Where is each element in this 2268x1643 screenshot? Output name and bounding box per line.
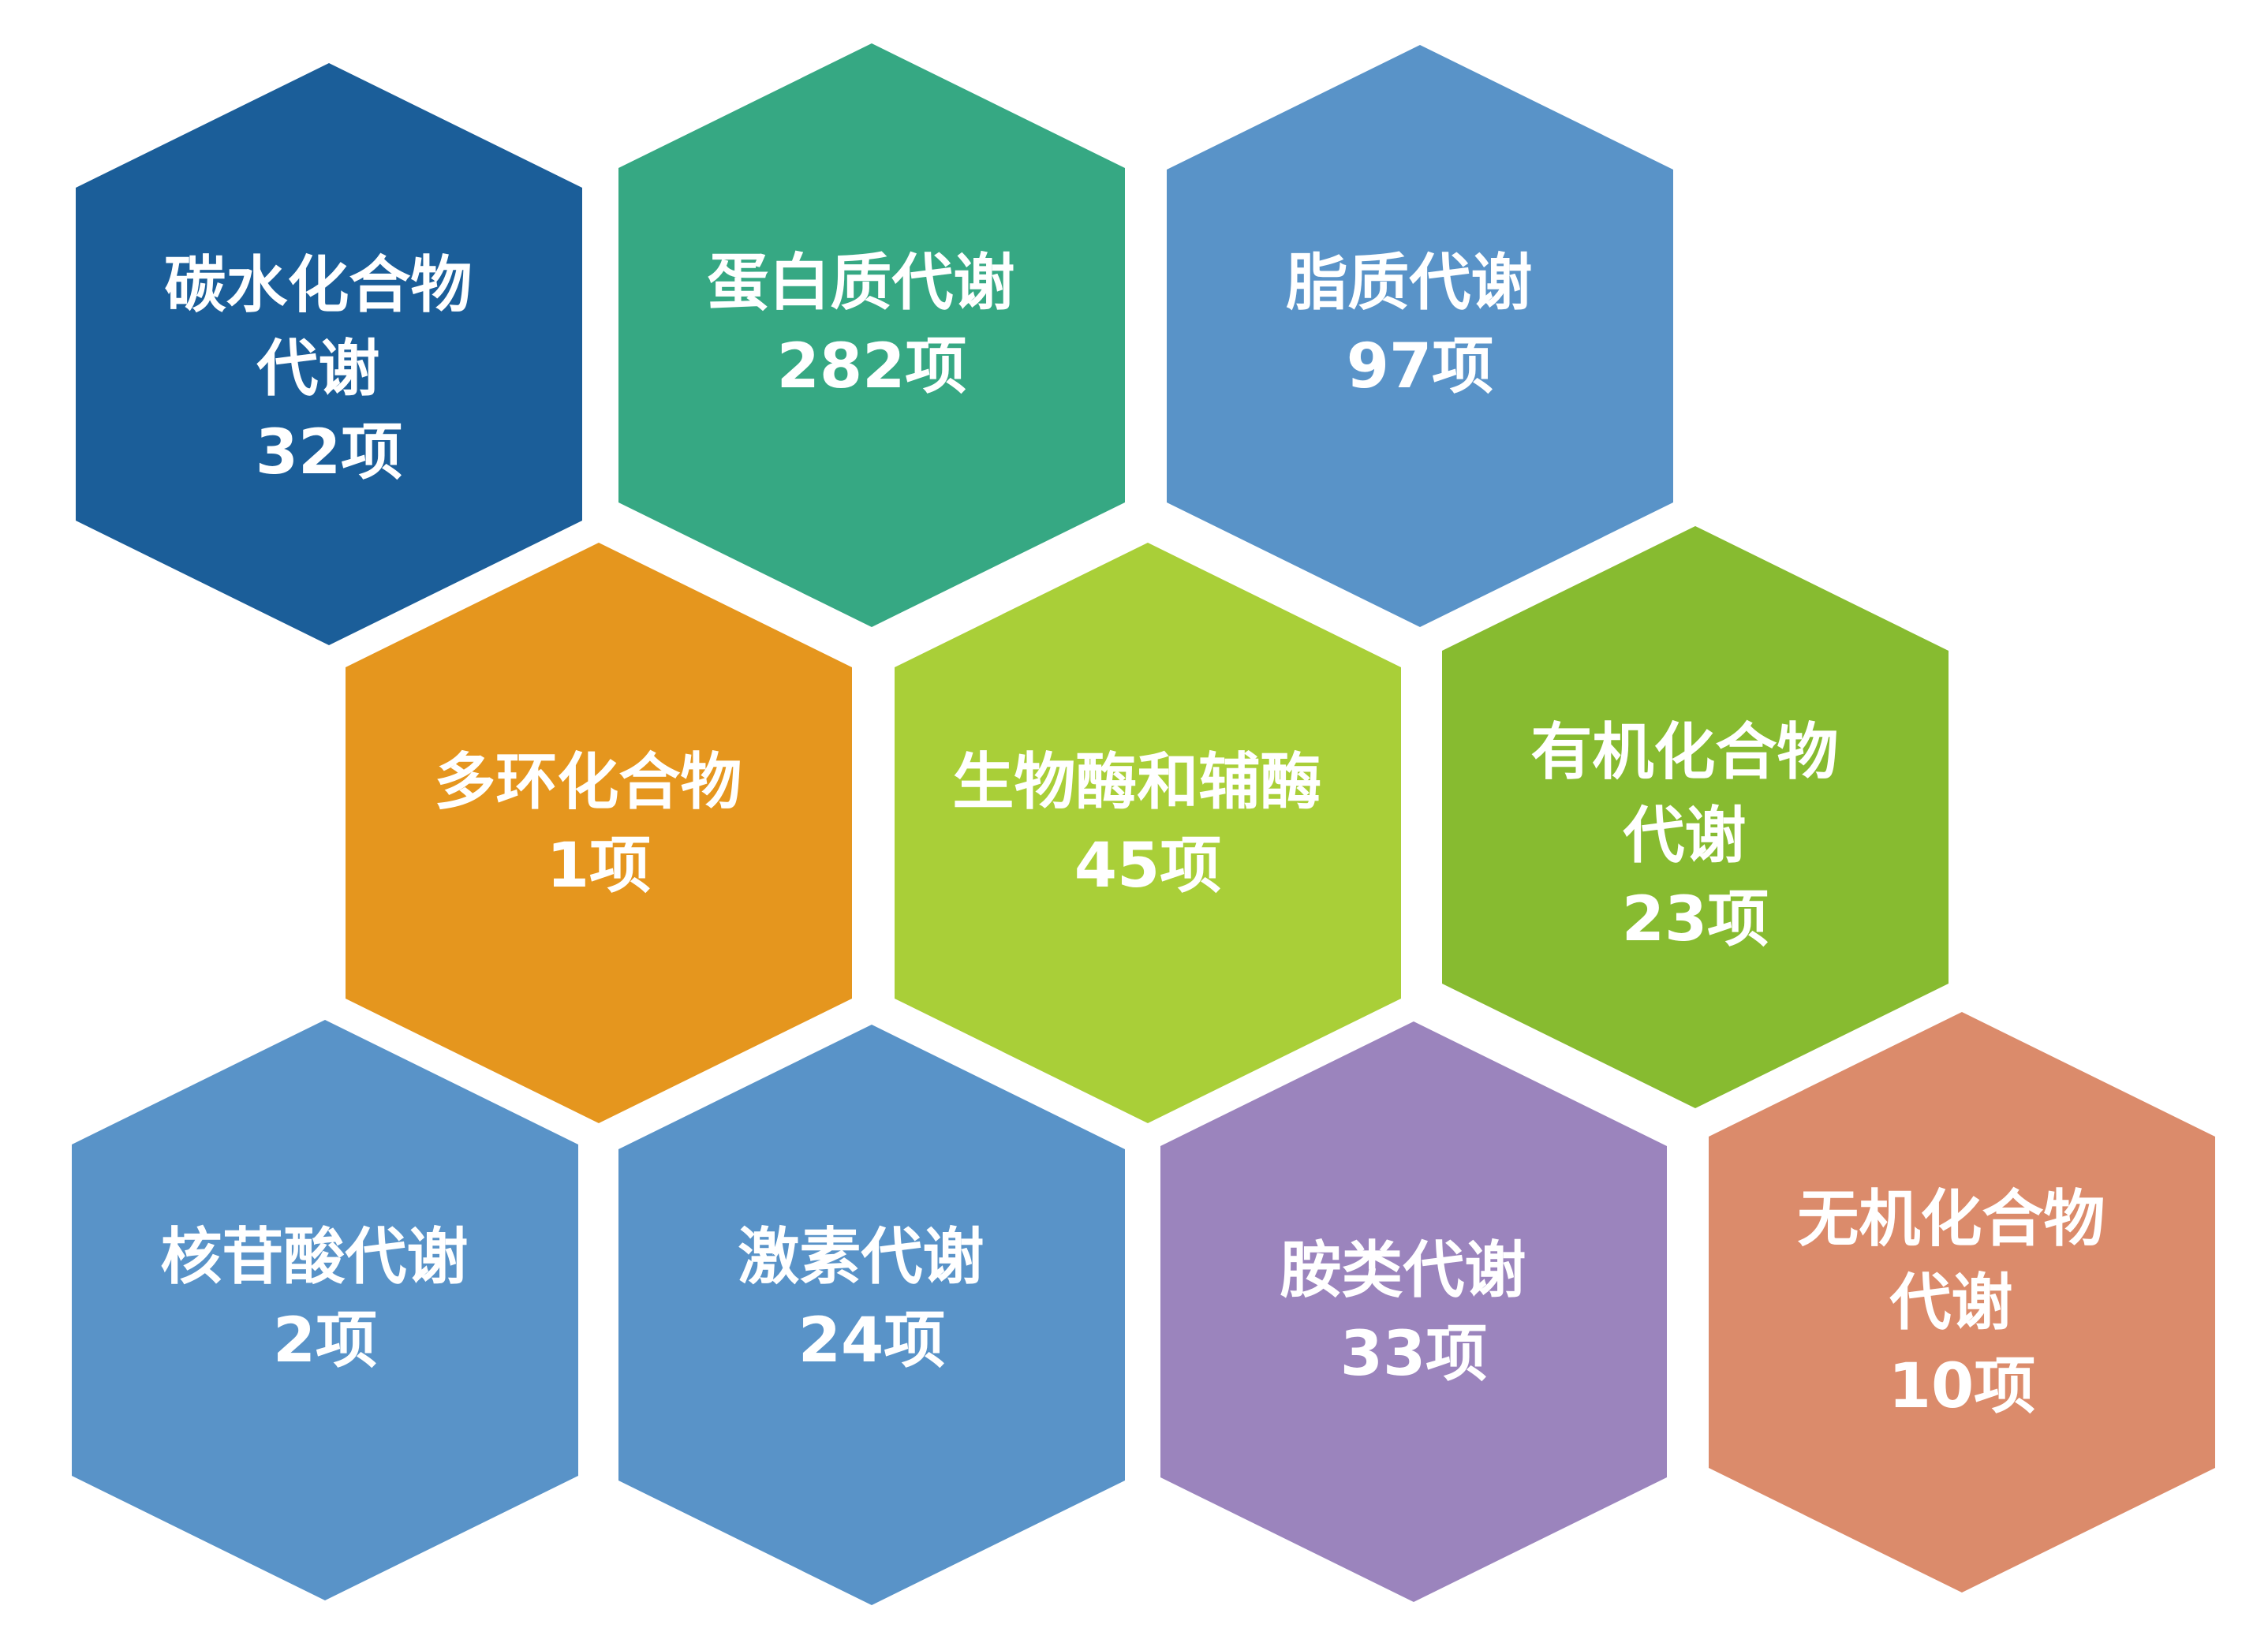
hex-hormone: 激素代谢 24项 — [618, 1025, 1125, 1605]
svg-text:碳水化合物 代谢 32项: 碳水化合物 代谢 32项 — [164, 250, 493, 488]
hex-inorganic-line-3: 10项 — [1889, 1351, 2036, 1422]
hex-inorganic-line-1: 无机化合物 — [1797, 1184, 2105, 1255]
svg-text:有机化合物 代谢 23项: 有机化合物 代谢 23项 — [1530, 717, 1859, 955]
svg-text:脂质代谢 97项: 脂质代谢 97项 — [1286, 248, 1553, 402]
svg-text:胺类代谢 33项: 胺类代谢 33项 — [1280, 1235, 1547, 1390]
hex-nucleotide-line-1: 核苷酸代谢 — [160, 1222, 468, 1293]
hex-enzyme-line-1: 生物酶和辅酶 — [952, 747, 1321, 818]
hex-polycyclic-line-1: 多环化合物 — [434, 747, 742, 818]
svg-text:核苷酸代谢 2项: 核苷酸代谢 2项 — [160, 1222, 489, 1376]
hex-hormone-line-2: 24项 — [798, 1305, 946, 1376]
hex-amine: 胺类代谢 33项 — [1160, 1021, 1667, 1602]
hex-organic: 有机化合物 代谢 23项 — [1442, 526, 1949, 1108]
svg-text:蛋白质代谢 282项: 蛋白质代谢 282项 — [707, 248, 1036, 402]
hex-carbohydrate-line-1: 碳水化合物 — [164, 250, 472, 321]
hex-amine-line-2: 33项 — [1340, 1319, 1488, 1390]
hex-amine-line-1: 胺类代谢 — [1280, 1235, 1526, 1306]
hex-lipid: 脂质代谢 97项 — [1167, 45, 1673, 627]
hex-enzyme: 生物酶和辅酶 45项 — [895, 543, 1401, 1123]
svg-text:多环化合物 1项: 多环化合物 1项 — [434, 747, 763, 902]
hex-enzyme-line-2: 45项 — [1074, 831, 1222, 902]
hex-organic-line-3: 23项 — [1622, 884, 1769, 955]
svg-text:无机化合物 代谢 10项: 无机化合物 代谢 10项 — [1797, 1184, 2126, 1422]
hex-carbohydrate-line-2: 代谢 — [256, 334, 379, 405]
hex-inorganic: 无机化合物 代谢 10项 — [1709, 1012, 2215, 1593]
hex-carbohydrate: 碳水化合物 代谢 32项 — [76, 63, 582, 645]
hex-protein-line-1: 蛋白质代谢 — [707, 248, 1014, 319]
hex-protein: 蛋白质代谢 282项 — [618, 43, 1125, 627]
hex-polycyclic-line-2: 1项 — [547, 831, 651, 902]
hex-carbohydrate-line-3: 32项 — [256, 417, 403, 488]
hex-organic-line-1: 有机化合物 — [1530, 717, 1838, 788]
hex-organic-line-2: 代谢 — [1622, 801, 1746, 872]
hex-nucleotide: 核苷酸代谢 2项 — [72, 1020, 578, 1600]
hex-lipid-line-1: 脂质代谢 — [1286, 248, 1532, 319]
hex-polycyclic: 多环化合物 1项 — [346, 543, 852, 1123]
hex-nucleotide-line-2: 2项 — [273, 1305, 377, 1376]
hex-lipid-line-2: 97项 — [1347, 331, 1494, 402]
svg-text:激素代谢 24项: 激素代谢 24项 — [738, 1222, 1005, 1376]
hex-protein-line-2: 282项 — [777, 331, 967, 402]
hex-inorganic-line-2: 代谢 — [1889, 1268, 2012, 1339]
svg-text:生物酶和辅酶 45项: 生物酶和辅酶 45项 — [952, 747, 1343, 902]
hex-hormone-line-1: 激素代谢 — [738, 1222, 984, 1293]
